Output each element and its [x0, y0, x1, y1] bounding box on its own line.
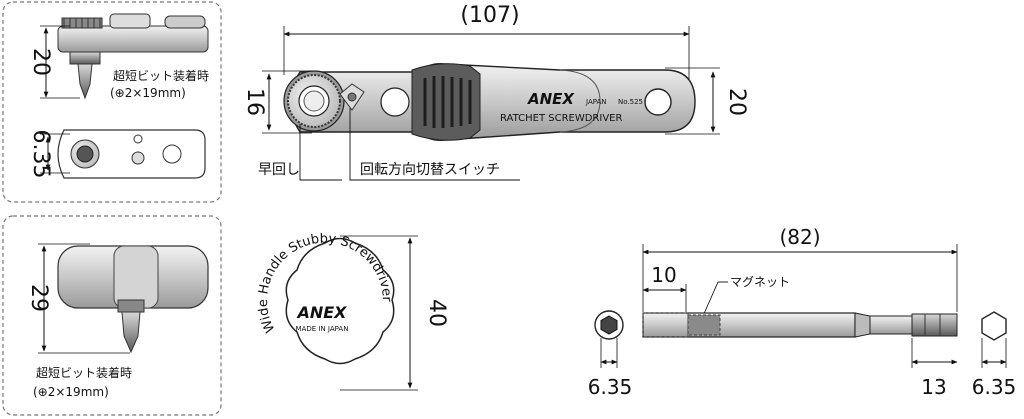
ratchet-bottom-view [57, 129, 206, 179]
label-magnet: マグネット [730, 275, 790, 289]
dim-shank-length: 13 [921, 375, 946, 399]
dim-socket-hex: 6.35 [588, 375, 633, 399]
callout-quick-spin: 早回し [258, 162, 300, 178]
note-bit-size-2: (⊕2×19mm) [33, 385, 109, 399]
dim-top-height: 20 [28, 48, 53, 76]
direction-switch [339, 83, 365, 111]
callout-direction-switch: 回転方向切替スイッチ [360, 162, 500, 178]
model-label: No.525 [618, 98, 643, 106]
handle-side-view [57, 245, 209, 354]
panel-top-left: 20 超短ビット装着時 (⊕2×19mm) 6.35 [2, 1, 222, 203]
note-short-bit-2: 超短ビット装着時 [36, 365, 132, 380]
ratchet-side-view [57, 13, 209, 100]
panel-bottom-left: 29 超短ビット装着時 (⊕2×19mm) [2, 215, 222, 416]
dim-handle-total-height: 29 [26, 284, 51, 312]
shank-hex-end-view [981, 311, 1007, 341]
dim-overall-length: (107) [460, 3, 519, 28]
product-label: RATCHET SCREWDRIVER [500, 113, 622, 124]
handle-made-in: MADE IN JAPAN [296, 325, 349, 333]
handle-brand: ANEX [295, 303, 347, 322]
dim-head-thickness: 16 [242, 88, 267, 116]
dim-handle-diameter: 40 [424, 299, 449, 327]
socket-end-view [594, 310, 624, 340]
dim-top-thickness: 6.35 [28, 130, 53, 179]
dim-shank-hex: 6.35 [972, 375, 1017, 399]
bit-holder-view: (82) 10 マグネット 6.35 13 6.35 [588, 225, 1017, 399]
main-view: (107) ANEX JAPAN No.525 RATCHET SCREWDRI… [242, 3, 749, 181]
brand-logo: ANEX [527, 90, 575, 108]
note-short-bit: 超短ビット装着時 [113, 68, 209, 83]
dim-handle-height: 20 [724, 88, 749, 116]
handle-top-view: ANEX MADE IN JAPAN Wide Handle Stubby Sc… [256, 232, 449, 391]
dim-socket-depth: 10 [651, 263, 676, 287]
note-bit-size: (⊕2×19mm) [110, 86, 186, 100]
origin-label: JAPAN [585, 98, 607, 106]
dim-bit-holder-length: (82) [779, 225, 820, 249]
quick-spin-gear [283, 70, 345, 132]
